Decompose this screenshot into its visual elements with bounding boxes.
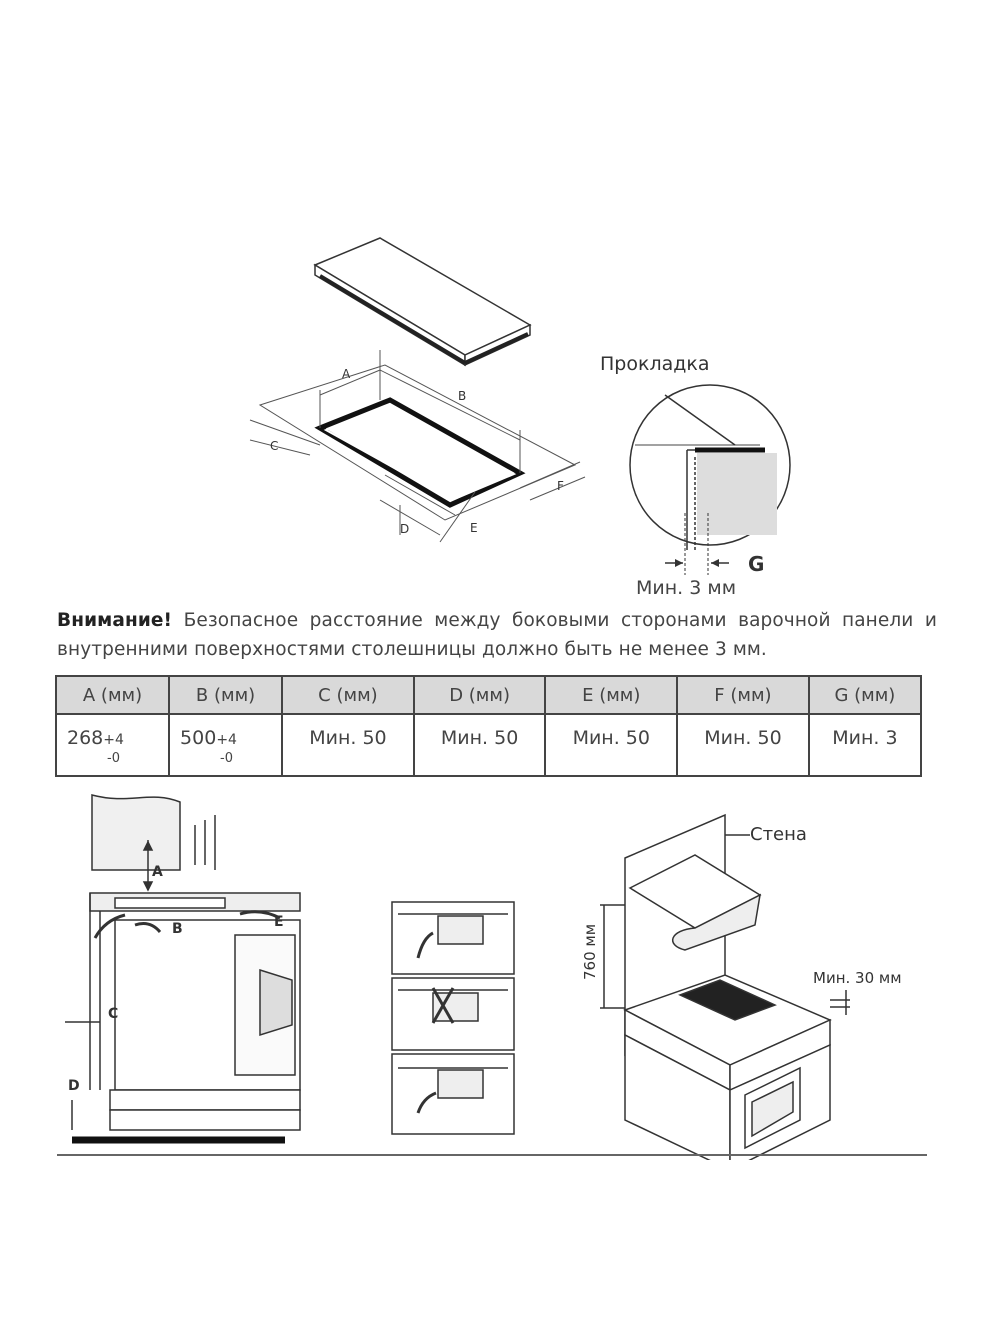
header-d: D (мм) xyxy=(412,675,547,715)
label-e: E xyxy=(470,521,478,535)
cell-g: Мин. 3 xyxy=(807,713,923,777)
table-row: 268+4 -0 500+4 -0 Мин. 50 Мин. 50 Мин. 5… xyxy=(54,713,923,777)
label-a: A xyxy=(342,367,351,381)
cell-f: Мин. 50 xyxy=(676,713,810,777)
notice-text: Безопасное расстояние между боковыми сто… xyxy=(57,610,937,660)
safety-notice: Внимание! Безопасное расстояние между бо… xyxy=(57,606,937,664)
cutout-dimension-diagram: A B C D E F xyxy=(249,237,586,543)
wall-label: Стена xyxy=(750,824,807,845)
cell-d: Мин. 50 xyxy=(412,713,547,777)
side-label-a: A xyxy=(152,864,163,880)
gasket-label: Прокладка xyxy=(600,353,710,375)
label-c: C xyxy=(270,439,278,453)
side-label-e: E xyxy=(274,914,284,930)
label-d: D xyxy=(400,522,409,536)
table-header-row: A (мм) B (мм) C (мм) D (мм) E (мм) F (мм… xyxy=(54,675,923,715)
gasket-detail: Прокладка G xyxy=(600,353,791,576)
dimensions-table: A (мм) B (мм) C (мм) D (мм) E (мм) F (мм… xyxy=(54,675,923,777)
header-e: E (мм) xyxy=(544,675,679,715)
gap-label: G xyxy=(748,552,764,576)
min-30mm-label: Мин. 30 мм xyxy=(813,969,902,987)
header-c: C (мм) xyxy=(281,675,415,715)
hob-panel xyxy=(313,237,532,367)
side-label-b: B xyxy=(172,921,183,937)
ventilation-examples xyxy=(391,901,515,1135)
kitchen-isometric-diagram: Стена 760 мм Мин. 30 мм xyxy=(581,813,902,1160)
header-a: A (мм) xyxy=(54,675,171,715)
side-label-c: C xyxy=(108,1006,118,1022)
header-g: G (мм) xyxy=(807,675,923,715)
height-760-label: 760 мм xyxy=(581,924,599,980)
header-f: F (мм) xyxy=(676,675,810,715)
side-label-d: D xyxy=(68,1078,80,1094)
countertop-outline xyxy=(249,350,586,543)
side-section-diagram: A B C D E xyxy=(65,794,301,1144)
cell-a: 268+4 -0 xyxy=(54,713,171,777)
cell-c: Мин. 50 xyxy=(281,713,415,777)
label-b: B xyxy=(458,389,466,403)
header-b: B (мм) xyxy=(168,675,284,715)
label-f: F xyxy=(557,479,564,493)
cell-b: 500+4 -0 xyxy=(168,713,284,777)
notice-title: Внимание! xyxy=(57,610,173,631)
cell-e: Мин. 50 xyxy=(544,713,679,777)
bottom-divider xyxy=(57,1154,927,1156)
min-3mm-label: Мин. 3 мм xyxy=(636,577,737,599)
